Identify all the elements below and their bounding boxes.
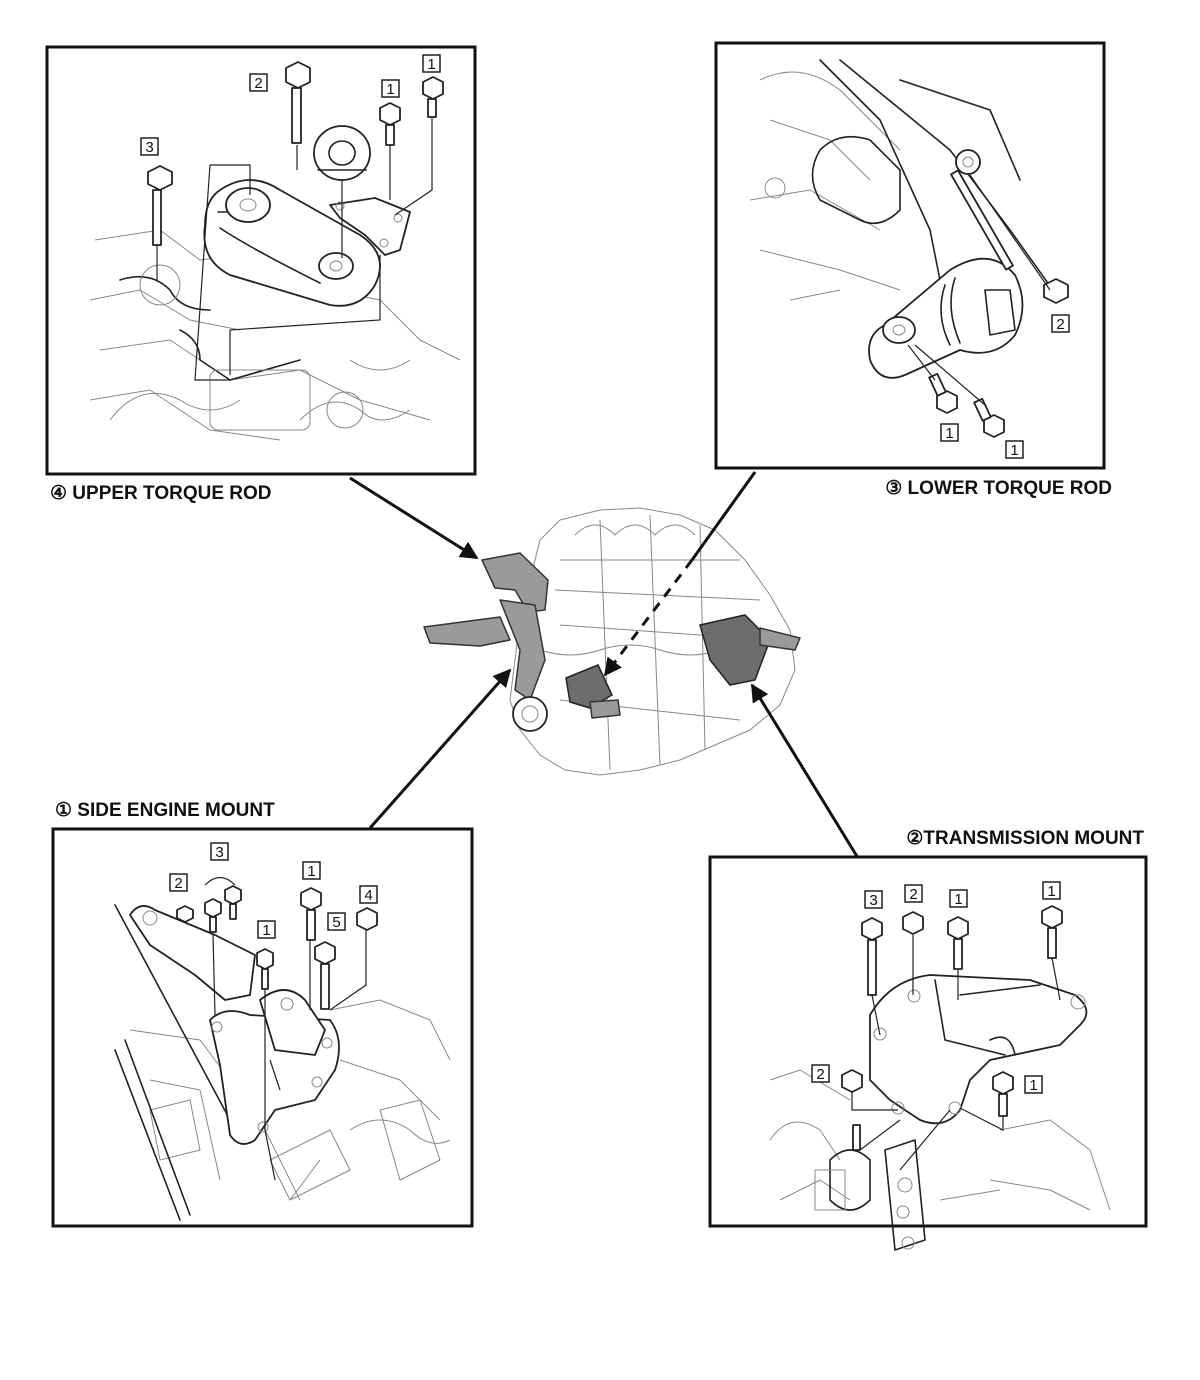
lower-rod-callout-1b: 1 (1005, 440, 1024, 459)
svg-text:3: 3 (215, 844, 223, 861)
upper-rod-arrow (349, 476, 479, 560)
upper-rod-leader-lines (156, 118, 433, 381)
svg-text:1: 1 (954, 891, 962, 908)
svg-text:2: 2 (254, 75, 262, 92)
panel-lower-torque-rod: 2 1 1 (714, 41, 1106, 470)
svg-text:1: 1 (427, 56, 435, 73)
transmission-mount-callout-1a: 1 (1042, 881, 1061, 900)
panel-transmission-mount: 1 3 2 1 2 1 (708, 855, 1148, 1251)
svg-text:1: 1 (1029, 1077, 1037, 1094)
svg-text:1: 1 (1047, 883, 1055, 900)
lower-rod-callout-2: 2 (1051, 314, 1070, 333)
side-mount-arrow (368, 668, 512, 829)
svg-text:2: 2 (174, 875, 182, 892)
side-mount-callout-5: 5 (327, 912, 346, 931)
side-mount-callout-2: 2 (169, 873, 188, 892)
svg-text:3: 3 (869, 892, 877, 909)
side-engine-mount-bracket (423, 552, 549, 732)
svg-text:1: 1 (945, 425, 953, 442)
upper-torque-rod (203, 179, 381, 307)
side-mount-callout-1a: 1 (302, 861, 321, 880)
side-mount-bolts (176, 885, 378, 1010)
transmission-mount-callout-2b: 2 (811, 1064, 830, 1083)
panel-side-engine-mount: 3 2 1 4 5 1 (51, 827, 474, 1228)
upper-torque-rod-caption: ④ UPPER TORQUE ROD (50, 483, 272, 504)
svg-text:1: 1 (386, 81, 394, 98)
lower-torque-rod (868, 257, 1024, 379)
upper-rod-bushing (313, 125, 371, 181)
side-mount-callout-3: 3 (210, 842, 229, 861)
lower-rod-callout-1a: 1 (940, 423, 959, 442)
svg-text:1: 1 (262, 922, 270, 939)
svg-text:1: 1 (1010, 442, 1018, 459)
lower-torque-rod-part (565, 664, 621, 719)
upper-rod-bracket (329, 197, 411, 256)
transmission-mount-caption: ②TRANSMISSION MOUNT (906, 828, 1144, 849)
lower-rod-leader-lines (907, 174, 1051, 406)
panel-upper-torque-rod: 1 1 2 3 (45, 45, 477, 476)
transmission-mount-callout-1b: 1 (949, 889, 968, 908)
transmission-mount-callout-1c: 1 (1024, 1075, 1043, 1094)
lower-rod-arrow (603, 559, 694, 677)
transmission-mount-arrow (750, 683, 860, 859)
engine-assembly (423, 507, 801, 776)
upper-rod-callout-3: 3 (140, 137, 159, 156)
lower-rod-arrow-solid (690, 471, 757, 561)
svg-text:2: 2 (1056, 316, 1064, 333)
transmission-mount-callout-2a: 2 (904, 884, 923, 903)
transmission-mount-part (699, 614, 801, 686)
svg-text:2: 2 (909, 886, 917, 903)
lower-torque-rod-caption: ③ LOWER TORQUE ROD (885, 478, 1112, 499)
svg-text:1: 1 (307, 863, 315, 880)
svg-text:2: 2 (816, 1066, 824, 1083)
svg-text:5: 5 (332, 914, 340, 931)
transmission-mount-leader-lines (851, 935, 1061, 1171)
upper-rod-callout-1a: 1 (422, 54, 441, 73)
transmission-mount-body (869, 974, 1088, 1125)
side-engine-mount-caption: ① SIDE ENGINE MOUNT (55, 800, 275, 821)
upper-rod-callout-2: 2 (249, 73, 268, 92)
svg-text:3: 3 (145, 139, 153, 156)
side-mount-leader-lines (204, 876, 367, 1181)
side-mount-callout-1b: 1 (257, 920, 276, 939)
svg-text:4: 4 (364, 887, 372, 904)
side-engine-mount-bracket (129, 905, 340, 1145)
lower-rod-bolts (928, 169, 1069, 438)
transmission-mount-callout-3: 3 (864, 890, 883, 909)
transmission-mount-background (769, 1069, 1111, 1251)
upper-rod-callout-1b: 1 (381, 79, 400, 98)
side-mount-callout-4: 4 (359, 885, 378, 904)
